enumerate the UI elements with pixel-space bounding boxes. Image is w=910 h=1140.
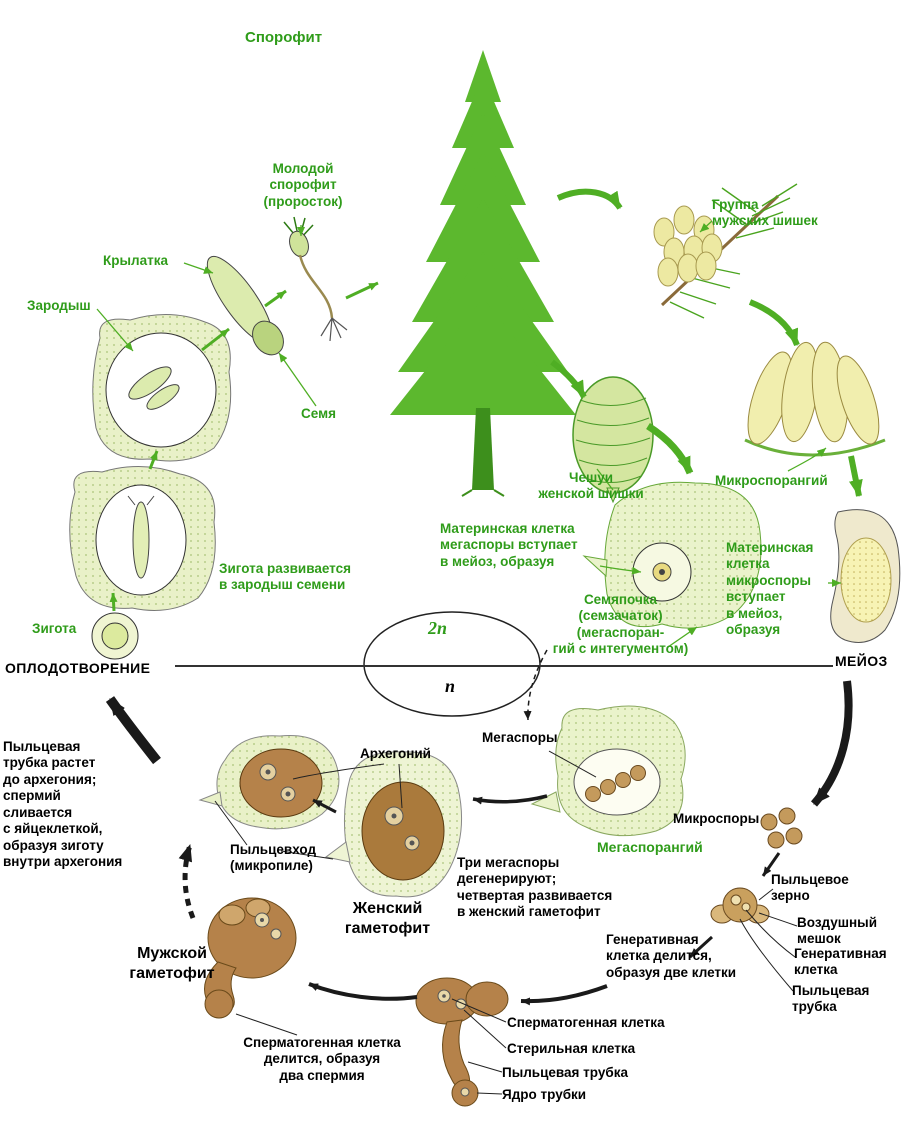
diploid-label: 2n — [428, 618, 448, 638]
generative-divides-label: Генеративная клетка делится, образуя две… — [606, 932, 737, 980]
megaspores-degenerate-label: Три мегаспоры дегенерируют; четвертая ра… — [457, 855, 613, 920]
microspore-mother-label: Материнская клетка микроспоры вступает в… — [726, 540, 814, 638]
microspores-illustration — [760, 807, 803, 849]
pollen-grain-illustration — [710, 887, 770, 924]
male-gametophyte-label: Мужской гаметофит — [129, 945, 215, 982]
haploid-label: n — [445, 676, 456, 696]
female-gametophyte-illustration — [198, 735, 463, 898]
seed-label: Семя — [301, 406, 336, 421]
pollen-grain-label: Пыльцевое зерно — [771, 872, 849, 904]
microspore-mother-illustration — [830, 509, 901, 643]
sporophyte-label: Спорофит — [245, 29, 323, 46]
micropyle-label: Пыльцевход (микропиле) — [230, 842, 317, 874]
samara-label: Крылатка — [103, 253, 168, 268]
green-arrows — [96, 188, 863, 648]
tube-nucleus-label: Ядро трубки — [502, 1087, 587, 1102]
male-cones-illustration — [653, 183, 798, 319]
microspores-label: Микроспоры — [673, 811, 760, 826]
seed-section-lower-illustration — [69, 465, 216, 611]
air-sac-label: Воздушный мешок — [797, 915, 878, 947]
spermatogenic-cell-label: Сперматогенная клетка — [507, 1015, 665, 1030]
megaspore-mother-label: Материнская клетка мегаспоры вступает в … — [440, 521, 578, 569]
female-cone-scale-illustration — [572, 376, 654, 504]
meiosis-label: МЕЙОЗ — [835, 653, 888, 669]
megasporangium-label: Мегаспорангий — [597, 839, 703, 855]
fertilization-label: ОПЛОДОТВОРЕНИЕ — [5, 660, 151, 676]
female-gametophyte-label: Женский гаметофит — [344, 900, 431, 937]
archegonium-label: Архегоний — [360, 746, 431, 761]
zygote-label: Зигота — [32, 621, 77, 636]
zygote-illustration — [91, 612, 139, 660]
microsporangia-illustration — [744, 341, 886, 457]
megaspores-illustration — [530, 705, 686, 837]
ovule-illustration — [582, 481, 762, 629]
zygote-develops-label: Зигота развивается в зародыш семени — [219, 561, 351, 593]
microsporangium-label: Микроспорангий — [715, 473, 828, 488]
male-cones-label: Группа мужских шишек — [712, 197, 818, 229]
ovule-label: Семяпочка (семзачаток) (мегаспоран- гий … — [552, 592, 689, 657]
spermatogenic-divides-label: Сперматогенная клетка делится, образуя д… — [243, 1035, 401, 1083]
samara-illustration — [206, 255, 284, 356]
life-cycle-ellipse — [363, 611, 541, 717]
generative-cell-label: Генеративная клетка — [794, 946, 887, 978]
black-arrows — [105, 649, 853, 1006]
sterile-cell-label: Стерильная клетка — [507, 1041, 636, 1056]
pollen-tube-bottom-label: Пыльцевая трубка — [502, 1065, 628, 1080]
seed-section-upper-illustration — [92, 313, 232, 462]
male-gametophyte-illustration — [204, 897, 297, 1019]
pollen-tube-illustration — [415, 977, 509, 1107]
seedling-illustration — [283, 216, 348, 342]
pollen-tube-grows-label: Пыльцевая трубка растет до архегония; сп… — [3, 739, 123, 870]
pine-tree-illustration — [390, 50, 576, 497]
leader-lines — [214, 750, 798, 1095]
pollen-tube-right-label: Пыльцевая трубка — [792, 983, 870, 1015]
embryo-label: Зародыш — [27, 298, 91, 313]
young-sporophyte-label: Молодой спорофит (проросток) — [263, 161, 343, 209]
megaspores-label: Мегаспоры — [482, 730, 558, 745]
female-scales-label: Чешуи женской шишки — [538, 470, 644, 502]
